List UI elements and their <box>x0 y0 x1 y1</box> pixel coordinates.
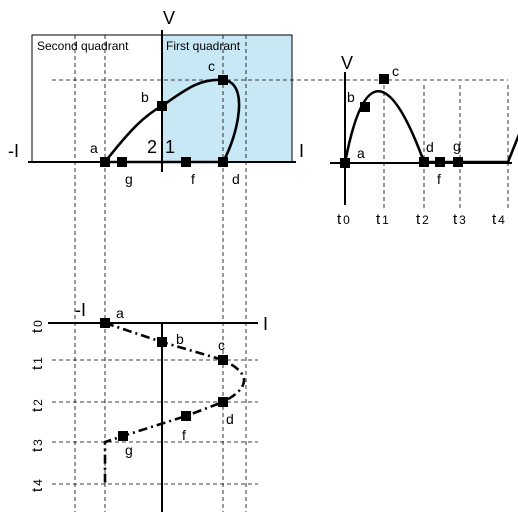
iv-label-c: c <box>208 58 215 74</box>
vt-point-b <box>360 102 370 112</box>
it-label-b: b <box>176 331 184 347</box>
iv-point-b <box>157 101 167 111</box>
it-tick-t0: t0 <box>29 320 46 333</box>
vt-point-a <box>340 158 350 168</box>
it-label-c: c <box>218 337 225 353</box>
iv-point-d <box>218 157 228 167</box>
it-time-ticks: t0 t1 t2 t3 t4 <box>29 320 46 492</box>
it-point-c <box>218 355 228 365</box>
first-quadrant-label: First quadrant <box>166 39 241 53</box>
iv-label-g: g <box>125 171 133 187</box>
vt-label-d: d <box>426 139 434 155</box>
iv-point-c <box>218 75 228 85</box>
it-tick-t3: t3 <box>29 439 46 452</box>
iv-point-g <box>117 157 127 167</box>
vt-label-b: b <box>347 89 355 105</box>
it-label-g: g <box>125 442 133 458</box>
it-point-a <box>100 318 110 328</box>
iv-loop-curve <box>103 78 241 164</box>
vt-point-d <box>419 157 429 167</box>
it-label-a: a <box>116 305 124 321</box>
it-tick-t1: t1 <box>29 357 46 370</box>
iv-point-f <box>181 157 191 167</box>
vt-label-c: c <box>392 63 399 79</box>
it-point-d <box>218 397 228 407</box>
vt-label-a: a <box>357 145 365 161</box>
iv-quadrant-num-2: 2 <box>147 137 157 157</box>
vt-label-f: f <box>437 171 441 187</box>
it-point-b <box>157 337 167 347</box>
it-curve <box>103 321 246 484</box>
iv-i-pos-label: I <box>299 141 304 161</box>
first-quadrant-region <box>161 34 293 163</box>
vt-v-axis-label: V <box>341 53 353 73</box>
iv-label-d: d <box>232 171 240 187</box>
it-tick-t2: t2 <box>29 399 46 412</box>
it-label-d: d <box>226 411 234 427</box>
second-quadrant-label: Second quadrant <box>37 39 129 53</box>
vt-point-c <box>379 74 389 84</box>
iv-label-b: b <box>141 89 149 105</box>
iv-quadrant-num-1: 1 <box>165 137 175 157</box>
vt-point-f <box>435 157 445 167</box>
iv-label-f: f <box>191 171 195 187</box>
iv-point-a <box>100 157 110 167</box>
iv-v-axis-label: V <box>163 8 175 28</box>
vt-label-g: g <box>453 138 461 154</box>
it-point-f <box>181 411 191 421</box>
it-point-g <box>118 431 128 441</box>
iv-label-a: a <box>90 140 98 156</box>
it-i-pos-label: I <box>263 314 268 334</box>
iv-i-neg-label: -I <box>8 141 19 161</box>
it-i-neg-label: -I <box>75 300 86 320</box>
it-label-f: f <box>182 427 186 443</box>
it-tick-t4: t4 <box>29 479 46 492</box>
vt-point-g <box>453 157 463 167</box>
